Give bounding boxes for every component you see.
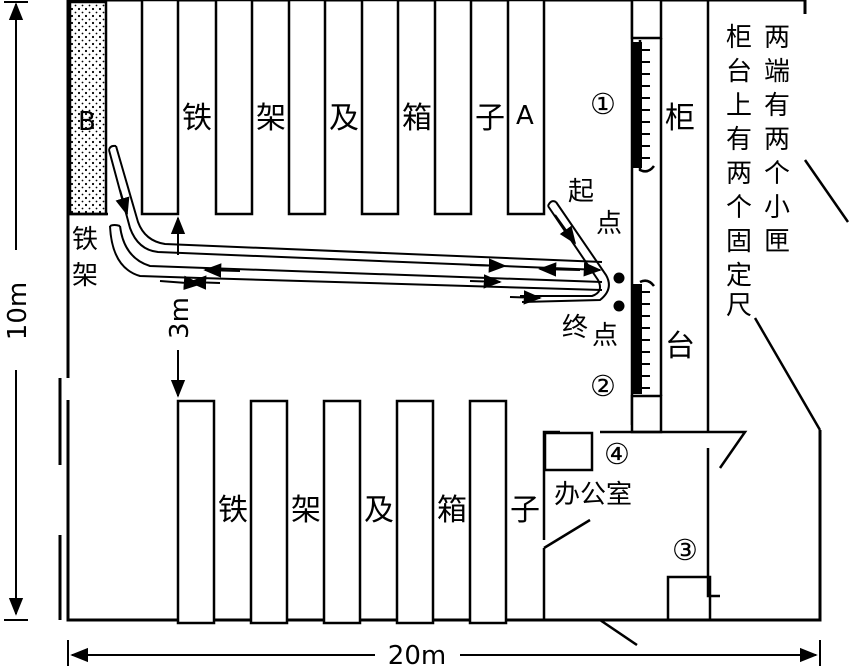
note-char: 两 xyxy=(764,23,790,53)
note-char: 固 xyxy=(726,227,752,257)
lower-shelf-char: 架 xyxy=(291,493,321,528)
start-point-label: 点 xyxy=(596,209,622,239)
upper-shelf xyxy=(433,0,473,216)
end-point-dot xyxy=(613,300,625,312)
note-char: 上 xyxy=(726,91,752,121)
safe-box xyxy=(666,575,712,622)
marker-2: ② xyxy=(590,369,616,403)
marker-3: ③ xyxy=(672,533,698,567)
lower-shelf-char: 子 xyxy=(510,493,540,528)
marker-1: ① xyxy=(590,87,616,121)
note-char: 有 xyxy=(764,91,790,121)
lower-shelf xyxy=(322,399,362,625)
lower-shelf-char: 箱 xyxy=(437,493,467,528)
counter-label: 台 xyxy=(665,329,695,364)
note-char: 定 xyxy=(726,261,752,291)
width-dimension-label: 20m xyxy=(388,641,446,668)
upper-shelf-char: 架 xyxy=(256,101,286,136)
upper-shelf xyxy=(287,0,327,216)
lower-shelf xyxy=(468,399,508,625)
iron-rack-label: 架 xyxy=(72,261,98,291)
note-char: 匣 xyxy=(764,227,790,257)
upper-shelf-char: 子 xyxy=(475,101,505,136)
upper-shelf-char: 铁 xyxy=(182,101,212,136)
upper-shelf xyxy=(506,0,546,216)
lower-shelf-char: 及 xyxy=(364,493,394,528)
lower-shelf xyxy=(249,399,289,625)
end-point-label: 终 xyxy=(562,313,588,343)
upper-shelf-char: 及 xyxy=(329,101,359,136)
note-char: 个 xyxy=(764,159,790,189)
counter-rulers xyxy=(633,40,655,394)
route-arrows xyxy=(115,189,581,305)
aisle-dimension-label: 3m xyxy=(165,297,195,339)
upper-shelf xyxy=(360,0,400,216)
counter xyxy=(630,0,710,434)
note-char: 个 xyxy=(726,193,752,223)
upper-shelf xyxy=(214,0,254,216)
lower-shelf xyxy=(395,399,435,625)
note-char: 台 xyxy=(726,57,752,87)
end-point-label: 点 xyxy=(592,321,618,351)
note-char: 尺 xyxy=(726,291,752,321)
lower-shelf-char: 铁 xyxy=(218,493,248,528)
height-dimension xyxy=(4,1,28,621)
note-char: 柜 xyxy=(726,23,752,53)
upper-shelf xyxy=(140,0,180,216)
note-char: 两 xyxy=(726,159,752,189)
shelf-a-label: A xyxy=(516,101,534,131)
iron-rack-label: 铁 xyxy=(72,225,98,255)
door-swings xyxy=(753,159,850,431)
start-point-label: 起 xyxy=(568,177,594,207)
office-walls xyxy=(542,430,748,647)
upper-shelf-char: 箱 xyxy=(402,101,432,136)
shelf-b-label: B xyxy=(78,107,96,137)
upper-shelves xyxy=(140,0,546,216)
office-desk xyxy=(543,431,594,472)
note-char: 两 xyxy=(764,125,790,155)
note-char: 小 xyxy=(764,193,790,223)
height-dimension-label: 10m xyxy=(3,282,33,340)
note-column-1: 两 端 有 两 个 小 匣 xyxy=(764,23,790,257)
outer-walls xyxy=(58,0,822,622)
note-char: 有 xyxy=(726,125,752,155)
lower-shelves xyxy=(176,399,508,625)
start-point-dot xyxy=(613,272,625,284)
office-label: 办公室 xyxy=(554,480,632,510)
note-column-2: 柜 台 上 有 两 个 固 定 尺 xyxy=(726,23,752,321)
marker-4: ④ xyxy=(604,437,630,471)
counter-label: 柜 xyxy=(665,101,695,136)
route-lines xyxy=(108,144,610,303)
lower-shelf xyxy=(176,399,216,625)
note-char: 端 xyxy=(764,57,790,87)
width-dimension xyxy=(67,640,821,666)
